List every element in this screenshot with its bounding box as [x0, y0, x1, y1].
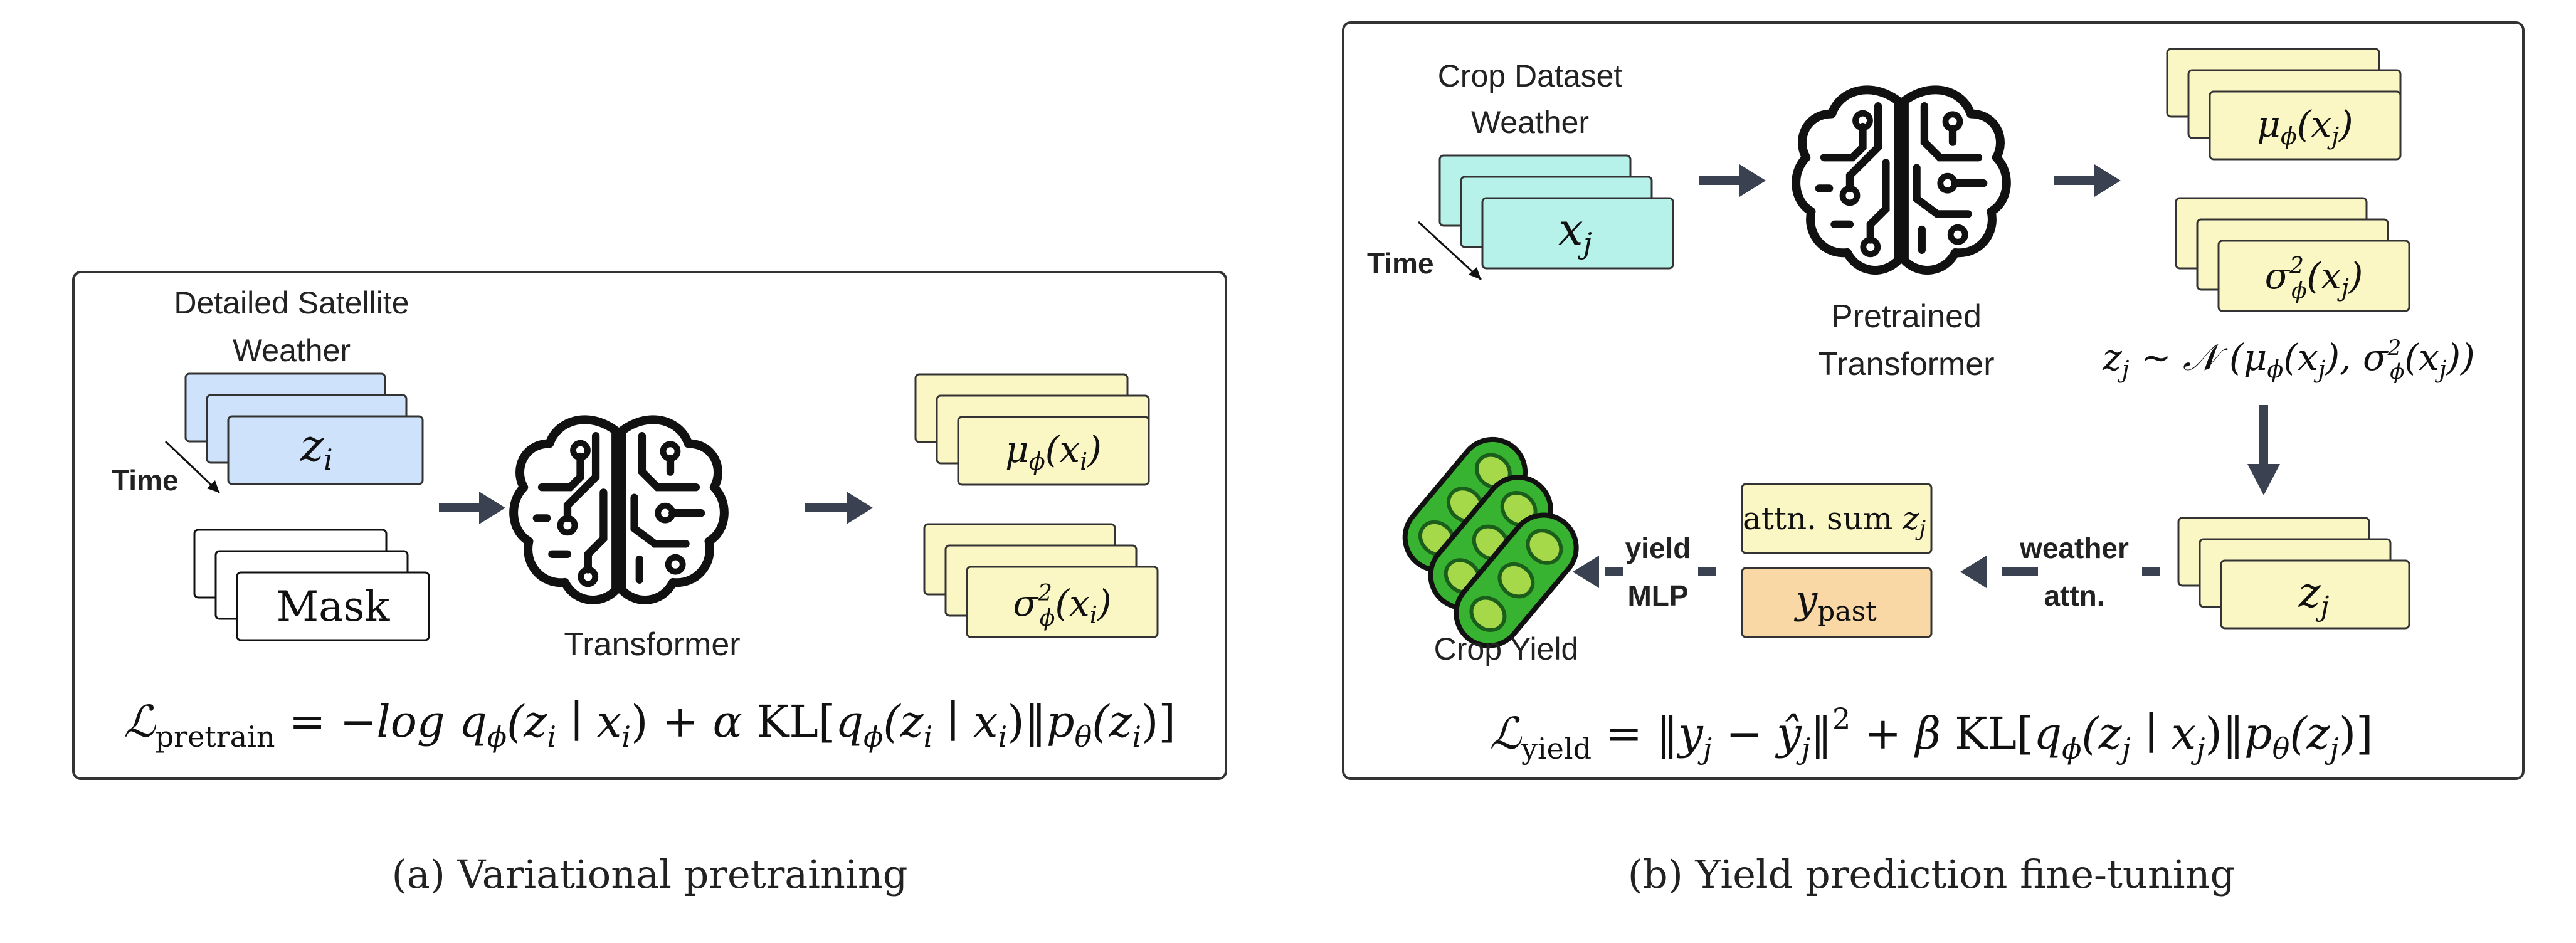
yield-mlp-label-line2: MLP: [1627, 579, 1688, 612]
ypast-box: ypast: [1741, 567, 1933, 638]
time-arrow-a: [164, 440, 221, 494]
yield-loss-formula: ℒyield = ‖yj − ŷj‖2 + β KL[qϕ(zj ∣ xj)‖p…: [1490, 702, 2373, 766]
panel-a: Detailed Satellite Weather zi Time Mask …: [72, 271, 1227, 780]
pretrain-loss-formula: ℒpretrain = −log qϕ(zi ∣ xi) + α KL[qϕ(z…: [124, 696, 1176, 754]
arrow-input-to-transformer-a: [439, 492, 505, 524]
time-label-a: Time: [112, 464, 179, 497]
soybean-pods-icon: [1402, 436, 1579, 648]
weather-attn-label-line1: weather: [2019, 532, 2129, 564]
arrow-input-to-transformer-b: [1699, 164, 1766, 197]
mu-output-b: μϕ(xj): [2257, 103, 2353, 150]
arrow-sample-down: [2247, 405, 2280, 495]
input-var-b: xj: [1558, 204, 1592, 260]
satellite-weather-stack: zi: [184, 372, 424, 485]
weather-attn-label-line2: attn.: [2044, 579, 2104, 612]
caption-b: (b) Yield prediction fine-tuning: [1628, 851, 2235, 897]
mask-stack: Mask: [193, 529, 430, 641]
mu-output-stack-b: μϕ(xj): [2166, 48, 2402, 161]
attn-sum-label: attn. sum zj: [1743, 500, 1926, 541]
panel-b: Crop Dataset Weather xj Time Pretrained …: [1342, 21, 2525, 780]
attn-sum-box: attn. sum zj: [1741, 483, 1933, 554]
time-arrow-b: [1417, 221, 1482, 281]
arrow-weather-attn: [1960, 556, 2038, 588]
ypast-label: ypast: [1793, 577, 1877, 628]
arrow-transformer-to-outputs-a: [805, 492, 873, 524]
input-title-b-line2: Weather: [1471, 105, 1589, 140]
latent-z-stack: zj: [2177, 517, 2410, 630]
pretrained-label-line1: Pretrained: [1831, 298, 1982, 335]
input-var-a: zi: [300, 420, 333, 477]
yield-mlp-label-line1: yield: [1625, 532, 1691, 564]
input-title-a-line1: Detailed Satellite: [174, 285, 409, 320]
input-title-b-line1: Crop Dataset: [1438, 58, 1623, 93]
mask-label: Mask: [277, 582, 391, 631]
time-label-b: Time: [1367, 247, 1434, 280]
transformer-label-a: Transformer: [564, 626, 740, 663]
input-title-a-line2: Weather: [233, 333, 351, 368]
mu-output-stack-a: μϕ(xi): [914, 373, 1150, 486]
pretrained-label-line2: Transformer: [1818, 346, 1994, 382]
crop-yield-label: Crop Yield: [1434, 631, 1579, 666]
latent-var: zj: [2298, 569, 2329, 623]
caption-a: (a) Variational pretraining: [392, 851, 908, 897]
arrow-transformer-to-outputs-b: [2054, 164, 2121, 197]
mu-output-a: μϕ(xi): [1005, 428, 1102, 475]
arrow-yield-mlp: [1573, 556, 1623, 588]
crop-weather-stack: xj: [1438, 154, 1674, 270]
